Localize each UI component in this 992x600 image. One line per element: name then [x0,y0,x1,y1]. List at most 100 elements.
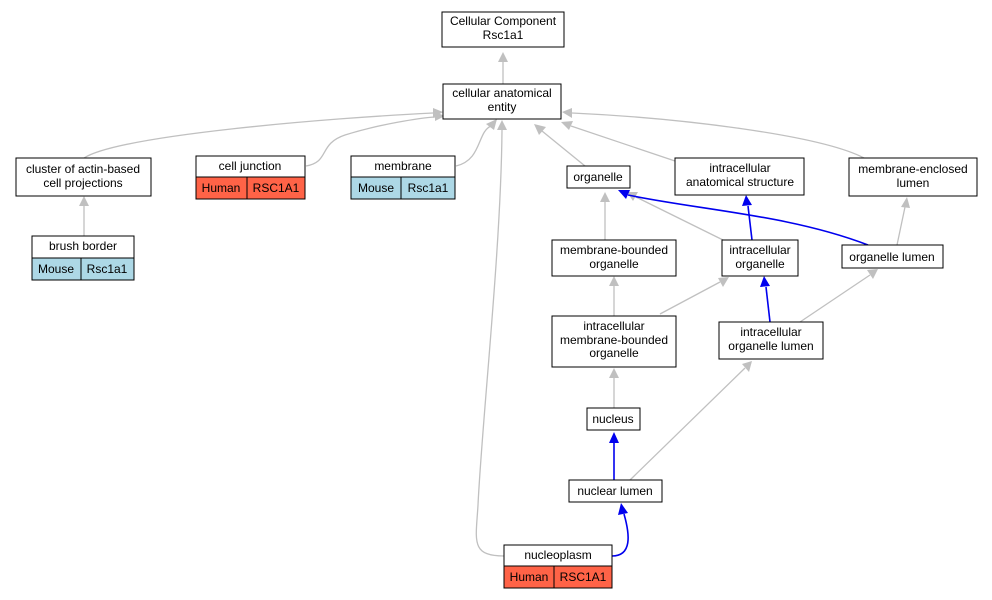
gene-label: Rsc1a1 [87,262,128,276]
node-label-line: organelle [589,346,639,360]
gene-cell-mouse [80,257,135,281]
gene-label: RSC1A1 [560,570,607,584]
node-box [848,157,978,197]
edge-nl-to-iol-arrow [742,361,752,372]
node-label: membrane [374,159,432,173]
species-label: Mouse [358,181,394,195]
edge-nucleus-to-imbo-arrow [609,368,619,378]
node-nucleoplasm[interactable]: nucleoplasm Human RSC1A1 [503,544,613,589]
edge-iol-to-ol [799,274,871,323]
node-label: organelle [573,170,623,184]
node-cluster-of-actin-based-cell-projections[interactable]: cluster of actin-based cell projections [15,157,152,197]
node-nucleus[interactable]: nucleus [586,407,641,431]
node-label-line: membrane-bounded [560,333,668,347]
species-label: Human [202,181,241,195]
edge-imbo-to-mbo-arrow [609,276,619,286]
edge-ol-to-organelle [627,194,869,246]
node-label-line: Rsc1a1 [483,28,524,42]
node-label-line: cellular anatomical [452,86,551,100]
gene-label: Rsc1a1 [408,181,449,195]
edge-np-to-nl [611,513,629,557]
node-box [551,315,677,368]
node-cellular-anatomical-entity[interactable]: cellular anatomical entity [442,83,562,120]
gene-label: RSC1A1 [253,181,300,195]
node-box [566,165,631,189]
node-intracellular-anatomical-structure[interactable]: intracellular anatomical structure [674,157,805,196]
node-cellular-component-rsc1a1[interactable]: Cellular Component Rsc1a1 [441,11,565,48]
node-label: organelle lumen [849,250,934,264]
node-label-line: intracellular [740,325,801,339]
species-label: Human [510,570,549,584]
node-box [551,239,677,277]
node-box [568,479,663,503]
node-nuclear-lumen[interactable]: nuclear lumen [568,479,663,503]
node-label: nucleoplasm [524,548,591,562]
edge-cae-to-root-arrow [498,52,508,62]
edge-iol-to-io-arrow [760,276,770,287]
node-label-line: anatomical structure [686,175,794,189]
edge-organelle-to-cae [541,130,586,167]
edge-io-to-ias [747,205,753,241]
edge-nl-to-nucleus-arrow [609,432,619,443]
edge-cj-to-cae-arrow [435,112,445,121]
node-label-line: organelle [589,257,639,271]
node-box [721,239,799,277]
edge-io-to-organelle [635,196,724,241]
node-box [841,244,944,269]
gene-cell-human [246,176,306,200]
node-intracellular-membrane-bounded-organelle[interactable]: intracellular membrane-bounded organelle [551,315,677,368]
edge-np-to-nl-arrow [618,503,628,515]
edge-iol-to-io [765,286,771,323]
edge-np-to-cae-arrow [497,120,507,130]
node-membrane[interactable]: membrane Mouse Rsc1a1 [350,155,456,200]
edge-ias-to-cae [570,125,676,162]
node-box [15,157,152,197]
edge-imbo-to-io [659,281,721,315]
species-label: Mouse [38,262,74,276]
edge-cluster-to-cae [83,112,434,159]
gene-cell-mouse [400,176,456,200]
node-label-line: cluster of actin-based [26,162,140,176]
node-label-line: membrane-enclosed [858,162,967,176]
node-membrane-enclosed-lumen[interactable]: membrane-enclosed lumen [848,157,978,197]
node-label-line: intracellular [583,319,644,333]
edge-nl-to-iol [629,367,746,481]
node-box [441,11,565,48]
node-box [674,157,805,196]
node-membrane-bounded-organelle[interactable]: membrane-bounded organelle [551,239,677,277]
edge-organelle-to-cae-arrow [534,124,546,135]
edge-ol-to-mel-arrow [901,197,910,208]
edge-mbo-to-organelle-arrow [600,192,610,202]
edge-io-to-ias-arrow [742,195,752,206]
edges [79,52,910,557]
node-label-line: organelle [735,257,785,271]
node-intracellular-organelle[interactable]: intracellular organelle [721,239,799,277]
node-brush-border[interactable]: brush border Mouse Rsc1a1 [31,235,135,281]
edge-membrane-to-cae [455,125,492,167]
node-label: cell junction [219,159,282,173]
edge-mel-to-cae [571,112,865,159]
edge-ol-to-organelle-arrow [618,190,630,199]
node-box [442,83,562,120]
node-label-line: organelle lumen [728,339,813,353]
node-label: brush border [49,239,117,253]
node-label: nuclear lumen [577,484,652,498]
node-label-line: intracellular [729,243,790,257]
node-cell-junction[interactable]: cell junction Human RSC1A1 [195,155,306,200]
edge-ol-to-mel [896,206,906,246]
node-organelle[interactable]: organelle [566,165,631,189]
edge-mel-to-cae-arrow [562,108,572,118]
node-label-line: lumen [897,176,930,190]
node-intracellular-organelle-lumen[interactable]: intracellular organelle lumen [718,321,824,360]
node-label-line: membrane-bounded [560,243,668,257]
node-box [586,407,641,431]
edge-ias-to-cae-arrow [561,121,573,130]
edge-iol-to-ol-arrow [867,269,878,279]
node-label-line: intracellular [709,161,770,175]
edge-bb-to-cluster-arrow [79,196,89,206]
edge-imbo-to-io-arrow [718,277,729,287]
node-label-line: entity [488,100,517,114]
node-organelle-lumen[interactable]: organelle lumen [841,244,944,269]
edge-membrane-to-cae-arrow [486,119,497,130]
